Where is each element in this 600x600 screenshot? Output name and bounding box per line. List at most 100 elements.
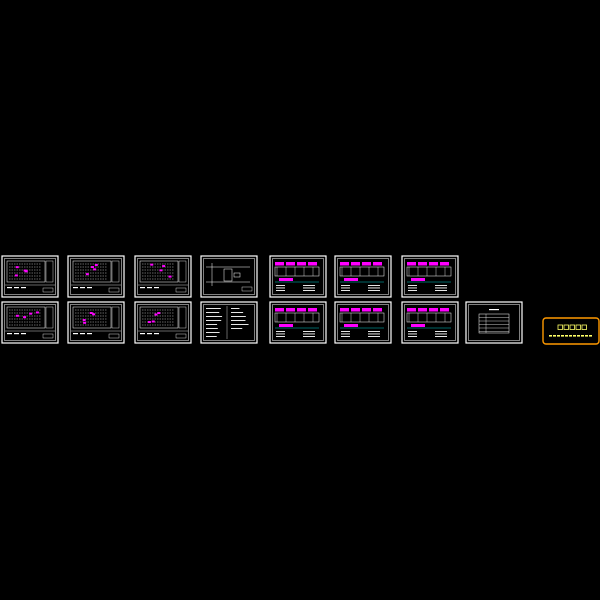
- site-building: [223, 268, 233, 282]
- plan-accent-mark: [168, 275, 172, 278]
- section-note-text: [276, 285, 285, 286]
- title-block-text: [73, 333, 78, 335]
- plan-accent-mark: [85, 273, 89, 276]
- plan-accent-mark: [15, 266, 19, 269]
- notes-text-line: [231, 312, 244, 313]
- sheet-inner-frame: [137, 304, 189, 341]
- drawing-sheet: [401, 255, 459, 298]
- section-accent-block: [275, 308, 284, 312]
- section-note-text: [303, 290, 315, 291]
- section-outline: [274, 266, 320, 277]
- plan-accent-mark: [151, 320, 155, 323]
- sheet-outer-frame: [401, 301, 459, 344]
- title-block-text: [147, 287, 152, 289]
- section-note-text: [408, 285, 417, 286]
- section-accent-block: [286, 262, 295, 266]
- plan-accent-mark: [90, 266, 94, 269]
- notes-text-line: [206, 328, 218, 329]
- plan-accent-mark: [94, 263, 98, 266]
- section-accent-block: [340, 262, 349, 266]
- drawing-sheet: [67, 255, 125, 298]
- title-block-text: [87, 287, 92, 289]
- stamp-url-glyph: [573, 335, 576, 337]
- drawing-sheet: [200, 301, 258, 344]
- stamp-url-glyph: [553, 335, 556, 337]
- section-accent-block: [340, 308, 349, 312]
- section-note-text: [341, 336, 350, 337]
- notes-text-line: [206, 332, 220, 333]
- sheet-outer-frame: [67, 255, 125, 298]
- title-block-stamp: [175, 333, 187, 339]
- stamp-glyph: [569, 324, 575, 330]
- section-outline: [339, 266, 385, 277]
- notes-text-line: [231, 308, 240, 309]
- section-note-text: [341, 285, 350, 286]
- section-note-text: [408, 287, 417, 289]
- plan-legend-box: [111, 260, 120, 283]
- plan-legend-box: [178, 306, 187, 329]
- section-accent-block: [373, 308, 382, 312]
- stamp-url-glyph: [577, 335, 580, 337]
- plan-legend-box: [45, 260, 54, 283]
- section-accent-block: [407, 262, 416, 266]
- notes-text-line: [206, 336, 217, 337]
- title-block-text: [7, 333, 12, 335]
- title-block-stamp: [108, 333, 120, 339]
- plan-accent-mark: [93, 268, 97, 271]
- title-block-text: [21, 287, 26, 289]
- index-table: [478, 313, 510, 334]
- title-block-text: [147, 333, 152, 335]
- title-block-text: [140, 287, 145, 289]
- stamp-glyph: [581, 324, 587, 330]
- sheet-inner-frame: [404, 304, 456, 341]
- section-accent-block: [418, 262, 427, 266]
- plan-accent-mark: [147, 321, 151, 324]
- site-building: [233, 272, 241, 278]
- drawing-sheet: [200, 255, 258, 298]
- sheet-inner-frame: [4, 304, 56, 341]
- sheet-inner-frame: [337, 258, 389, 295]
- section-note-text: [303, 331, 315, 332]
- section-accent-block: [286, 308, 295, 312]
- title-block-stamp: [108, 287, 120, 293]
- drawing-sheet: [401, 301, 459, 344]
- plan-accent-mark: [15, 314, 19, 317]
- section-note-text: [303, 333, 315, 335]
- section-note-text: [303, 287, 315, 289]
- section-note-text: [341, 333, 350, 335]
- section-accent-block: [440, 262, 449, 266]
- section-note-text: [368, 287, 380, 289]
- section-note-text: [368, 331, 380, 332]
- title-block-text: [140, 333, 145, 335]
- sheet-inner-frame: [137, 258, 189, 295]
- plan-outline: [139, 306, 179, 329]
- sheet-outer-frame: [269, 301, 327, 344]
- title-block-stamp: [42, 333, 54, 339]
- notes-text-line: [231, 328, 243, 329]
- drawing-sheet: [465, 301, 523, 344]
- stamp-url-glyph: [549, 335, 552, 337]
- section-accent-block: [418, 308, 427, 312]
- section-note-text: [435, 285, 447, 286]
- sheet-inner-frame: [404, 258, 456, 295]
- section-accent-block: [344, 278, 358, 281]
- sheet-inner-frame: [203, 258, 255, 295]
- title-block-text: [154, 333, 159, 335]
- sheet-outer-frame: [134, 301, 192, 344]
- sheet-inner-frame: [337, 304, 389, 341]
- section-accent-block: [411, 278, 425, 281]
- title-block-text: [80, 333, 85, 335]
- notes-text-line: [206, 324, 218, 325]
- plan-accent-mark: [154, 313, 158, 316]
- notes-text-line: [206, 308, 221, 309]
- section-accent-block: [411, 324, 425, 327]
- plan-outline: [72, 260, 112, 283]
- sheet-inner-frame: [70, 258, 122, 295]
- stamp-url-glyph: [585, 335, 588, 337]
- plan-accent-mark: [162, 265, 166, 268]
- section-note-text: [368, 336, 380, 337]
- title-block-stamp: [175, 287, 187, 293]
- notes-text-line: [206, 312, 220, 313]
- plan-accent-mark: [157, 312, 161, 315]
- section-accent-block: [297, 262, 306, 266]
